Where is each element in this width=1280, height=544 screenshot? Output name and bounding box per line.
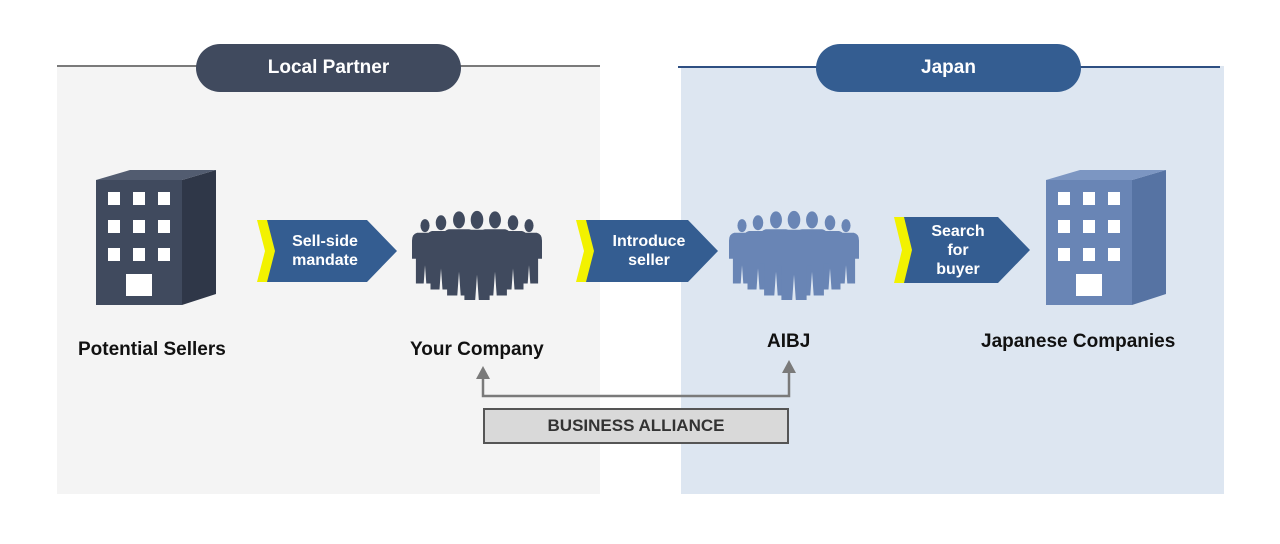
sell-side-arrow [257, 220, 397, 282]
search-label-line2: for [947, 241, 969, 259]
local-partner-heading: Local Partner [196, 44, 461, 92]
introduce-seller-arrow [576, 220, 718, 282]
search-buyer-arrow [894, 217, 1030, 283]
your-company-label: Your Company [410, 339, 544, 360]
business-alliance-box: BUSINESS ALLIANCE [483, 408, 789, 444]
search-label-line3: buyer [936, 260, 980, 278]
introduce-seller-arrow-text: Introduce seller [596, 220, 702, 282]
japan-heading: Japan [816, 44, 1081, 92]
sell-side-label-line1: Sell-side [292, 233, 358, 250]
japanese-companies-label: Japanese Companies [981, 331, 1176, 352]
search-label-line1: Search [931, 222, 985, 240]
introduce-label-line2: seller [628, 252, 670, 269]
building-icon [1046, 170, 1166, 305]
sell-side-label-line2: mandate [292, 252, 358, 269]
introduce-label-line1: Introduce [612, 233, 686, 250]
building-icon [96, 170, 216, 305]
sell-side-arrow-text: Sell-side mandate [275, 220, 375, 282]
aibj-label: AIBJ [767, 331, 811, 352]
potential-sellers-label: Potential Sellers [78, 339, 226, 360]
